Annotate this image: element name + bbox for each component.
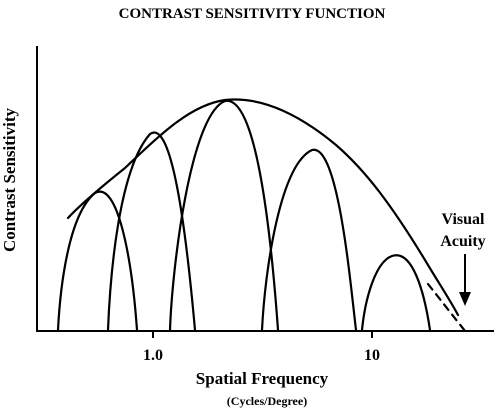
channel-curve-2 — [106, 131, 197, 332]
x-axis-units: (Cycles/Degree) — [227, 394, 307, 408]
channel-curve-4 — [260, 148, 358, 332]
x-tick-10: 10 — [364, 347, 380, 364]
diagram-title: CONTRAST SENSITIVITY FUNCTION — [119, 6, 386, 22]
y-axis-label: Contrast Sensitivity — [0, 107, 19, 252]
acuity-arrow-icon — [459, 254, 471, 306]
x-tick-1: 1.0 — [143, 347, 163, 364]
annotation-visual: Visual — [442, 211, 486, 228]
csf-envelope-curve — [66, 98, 460, 317]
x-axis-label: Spatial Frequency — [196, 369, 329, 388]
annotation-acuity: Acuity — [440, 233, 485, 250]
channel-curve-1 — [56, 190, 139, 332]
acuity-extrapolation-dashed — [426, 282, 467, 333]
channel-curve-3 — [168, 99, 280, 332]
channel-curve-5 — [360, 254, 432, 332]
